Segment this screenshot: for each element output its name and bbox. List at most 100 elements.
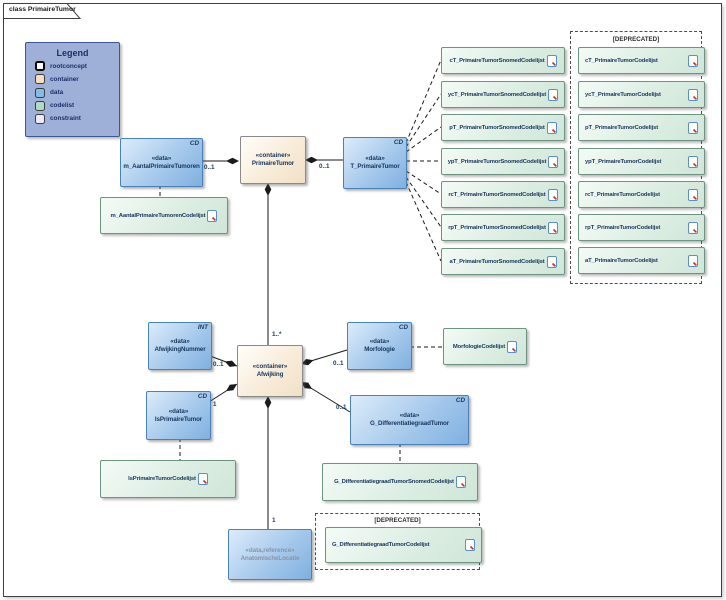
codelist-name: G_DifferentiatiegraadTumorSnomedCodelijs… — [334, 479, 454, 485]
codelist-name: rpT_PrimaireTumorCodelijst — [585, 224, 661, 231]
codelist-rpt-deprecated[interactable]: rpT_PrimaireTumorCodelijst — [578, 214, 705, 241]
codelist-name: ycT_PrimaireTumorSnomedCodelijst — [447, 91, 547, 98]
legend-item-constraint: constraint — [35, 113, 119, 124]
node-name: AnatomischeLocatie — [240, 554, 300, 562]
multiplicity-afwijking: 1..* — [272, 331, 282, 338]
codelist-name: rcT_PrimaireTumorSnomedCodelijst — [448, 191, 546, 198]
type-tag: CD — [455, 397, 465, 404]
document-icon — [507, 340, 518, 353]
stereotype: «data» — [365, 155, 385, 163]
codelist-yct-snomed[interactable]: ycT_PrimaireTumorSnomedCodelijst — [441, 81, 565, 108]
node-name: G_DifferentiatiegraadTumor — [369, 420, 450, 428]
codelist-name: IsPrimaireTumorCodelijst — [128, 476, 196, 482]
stereotype: «container» — [252, 363, 288, 371]
codelist-at-deprecated[interactable]: aT_PrimaireTumorCodelijst — [578, 247, 705, 274]
node-name: Afwijking — [256, 371, 284, 379]
codelist-ct-snomed[interactable]: cT_PrimaireTumorSnomedCodelijst — [441, 47, 565, 74]
stereotype: «data,reference» — [245, 546, 295, 554]
codelist-g-diff-deprecated[interactable]: G_DifferentiatiegraadTumorCodelijst — [325, 527, 482, 563]
codelist-ct-deprecated[interactable]: cT_PrimaireTumorCodelijst — [578, 47, 705, 74]
constraint-swatch-icon — [35, 113, 45, 124]
container-swatch-icon — [35, 74, 45, 85]
codelist-pt-deprecated[interactable]: pT_PrimaireTumorCodelijst — [578, 114, 705, 141]
codelist-pt-snomed[interactable]: pT_PrimaireTumorSnomedCodelijst — [441, 114, 565, 141]
codelist-rct-snomed[interactable]: rcT_PrimaireTumorSnomedCodelijst — [441, 181, 565, 208]
codelist-swatch-icon — [35, 100, 45, 111]
type-tag: CD — [197, 393, 207, 400]
stereotype: «data» — [369, 338, 390, 346]
document-icon — [688, 188, 698, 201]
codelist-name: ypT_PrimaireTumorSnomedCodelijst — [447, 158, 547, 165]
node-afwijking[interactable]: «container» Afwijking — [237, 345, 303, 397]
codelist-rct-deprecated[interactable]: rcT_PrimaireTumorCodelijst — [578, 181, 705, 208]
stereotype: «data» — [151, 154, 172, 162]
document-icon — [548, 88, 559, 101]
type-tag: CD — [398, 324, 408, 331]
diagram-title: class PrimaireTumor — [9, 6, 76, 13]
multiplicity-morfologie: 0..1 — [333, 360, 344, 367]
multiplicity-maantal: 0..1 — [204, 164, 215, 171]
document-icon — [547, 188, 558, 201]
codelist-ypt-deprecated[interactable]: ypT_PrimaireTumorCodelijst — [578, 148, 705, 175]
node-name: AfwijkingNummer — [154, 346, 206, 354]
type-tag: CD — [393, 139, 403, 146]
document-icon — [688, 88, 698, 101]
multiplicity-anatomischelocatie: 1 — [272, 517, 276, 524]
multiplicity-isprimairetumor: 1 — [213, 401, 217, 408]
document-icon — [546, 255, 557, 268]
node-afwijkingnummer[interactable]: INT «data» AfwijkingNummer — [148, 322, 212, 370]
codelist-isprimairetumor[interactable]: IsPrimaireTumorCodelijst — [100, 460, 236, 498]
type-tag: CD — [189, 140, 199, 147]
deprecated-label: [DEPRECATED] — [612, 36, 660, 43]
data-swatch-icon — [35, 87, 45, 98]
type-tag: INT — [197, 324, 208, 331]
codelist-at-snomed[interactable]: aT_PrimaireTumorSnomedCodelijst — [441, 248, 565, 275]
document-icon — [548, 155, 559, 168]
codelist-name: aT_PrimaireTumorSnomedCodelijst — [449, 258, 545, 265]
codelist-g-diff-snomed[interactable]: G_DifferentiatiegraadTumorSnomedCodelijs… — [322, 463, 478, 501]
codelist-yct-deprecated[interactable]: ycT_PrimaireTumorCodelijst — [578, 81, 705, 108]
node-primairetumor[interactable]: «container» PrimaireTumor — [240, 136, 306, 184]
codelist-name: MorfologieCodelijst — [452, 343, 506, 350]
document-icon — [197, 473, 208, 485]
document-icon — [688, 54, 698, 67]
node-name: T_PrimaireTumor — [350, 163, 400, 171]
codelist-rpt-snomed[interactable]: rpT_PrimaireTumorSnomedCodelijst — [441, 214, 565, 241]
document-icon — [546, 121, 557, 134]
node-name: m_AantalPrimaireTumoren — [123, 162, 200, 170]
codelist-name: ycT_PrimaireTumorCodelijst — [585, 91, 661, 98]
node-t-primairetumor[interactable]: CD «data» T_PrimaireTumor — [343, 137, 407, 189]
legend-label: data — [50, 89, 64, 97]
node-anatomischelocatie[interactable]: «data,reference» AnatomischeLocatie — [228, 529, 312, 580]
node-m-aantalprimairetumoren[interactable]: CD «data» m_AantalPrimaireTumoren — [120, 138, 203, 187]
codelist-m-aantalprimairetumoren[interactable]: m_AantalPrimaireTumorenCodelijst — [100, 197, 228, 234]
codelist-ypt-snomed[interactable]: ypT_PrimaireTumorSnomedCodelijst — [441, 148, 565, 175]
deprecated-label: [DEPRECATED] — [374, 517, 421, 524]
legend-item-container: container — [35, 74, 119, 85]
codelist-morfologie[interactable]: MorfologieCodelijst — [443, 328, 527, 365]
legend-label: codelist — [50, 102, 75, 110]
codelist-name: pT_PrimaireTumorSnomedCodelijst — [449, 124, 545, 131]
legend-label: rootconcept — [50, 62, 87, 70]
codelist-name: m_AantalPrimaireTumorenCodelijst — [110, 212, 206, 219]
document-icon — [688, 254, 698, 267]
codelist-name: aT_PrimaireTumorCodelijst — [585, 257, 658, 264]
codelist-name: G_DifferentiatiegraadTumorCodelijst — [332, 542, 430, 548]
document-icon — [455, 476, 466, 488]
codelist-name: pT_PrimaireTumorCodelijst — [585, 124, 659, 131]
node-g-differentiatiegraadtumor[interactable]: CD «data» G_DifferentiatiegraadTumor — [350, 395, 469, 445]
legend-title: Legend — [56, 48, 89, 58]
node-name: IsPrimaireTumor — [154, 415, 203, 423]
document-icon — [688, 221, 698, 234]
multiplicity-tprimairetumor: 0..1 — [319, 163, 330, 170]
legend-label: constraint — [50, 115, 81, 123]
codelist-name: ypT_PrimaireTumorCodelijst — [585, 158, 662, 165]
node-name: Morfologie — [364, 346, 395, 354]
legend: Legend rootconcept container data codeli… — [25, 42, 120, 137]
node-isprimairetumor[interactable]: CD «data» IsPrimaireTumor — [146, 391, 211, 440]
document-icon — [465, 539, 475, 551]
node-morfologie[interactable]: CD «data» Morfologie — [347, 322, 412, 370]
rootconcept-swatch-icon — [35, 61, 45, 72]
codelist-name: cT_PrimaireTumorCodelijst — [585, 57, 658, 64]
